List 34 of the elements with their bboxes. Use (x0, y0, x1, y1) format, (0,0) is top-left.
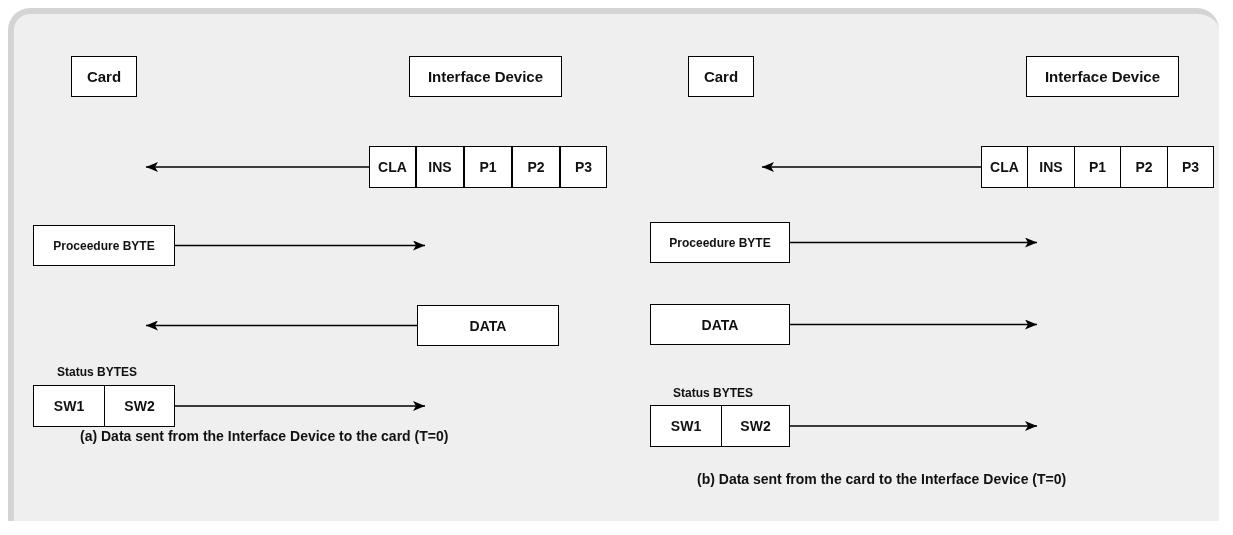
arrow (174, 240, 426, 251)
message-box: Proceedure BYTE (33, 225, 175, 266)
arrow (174, 401, 426, 411)
entity-box: Card (71, 56, 137, 97)
byte-field: P3 (560, 146, 607, 188)
byte-field: INS (416, 146, 464, 188)
entity-box: Card (688, 56, 754, 97)
byte-field: SW2 (104, 385, 175, 427)
figure-caption: (b) Data sent from the card to the Interface Device (T=0) (697, 471, 1067, 487)
byte-field: P3 (1167, 146, 1214, 188)
arrow (789, 237, 1038, 248)
group-label: Status BYTES (57, 365, 137, 379)
group-label: Status BYTES (673, 386, 753, 400)
byte-field: P2 (512, 146, 560, 188)
entity-box: Interface Device (1026, 56, 1179, 97)
byte-field: CLA (981, 146, 1028, 188)
arrow (145, 320, 418, 331)
byte-field: SW1 (650, 405, 722, 447)
arrow (789, 421, 1038, 431)
entity-box: Interface Device (409, 56, 562, 97)
arrow (145, 162, 370, 172)
byte-field: INS (1027, 146, 1075, 188)
message-box: DATA (417, 305, 559, 346)
byte-field: SW2 (721, 405, 790, 447)
arrow (789, 319, 1038, 330)
message-box: DATA (650, 304, 790, 345)
message-box: Proceedure BYTE (650, 222, 790, 263)
byte-field: CLA (369, 146, 416, 188)
byte-field: P1 (1074, 146, 1121, 188)
byte-field: SW1 (33, 385, 105, 427)
figure-caption: (a) Data sent from the Interface Device to the card (T=0) (80, 428, 449, 444)
arrow (761, 162, 982, 172)
byte-field: P2 (1120, 146, 1168, 188)
byte-field: P1 (464, 146, 512, 188)
